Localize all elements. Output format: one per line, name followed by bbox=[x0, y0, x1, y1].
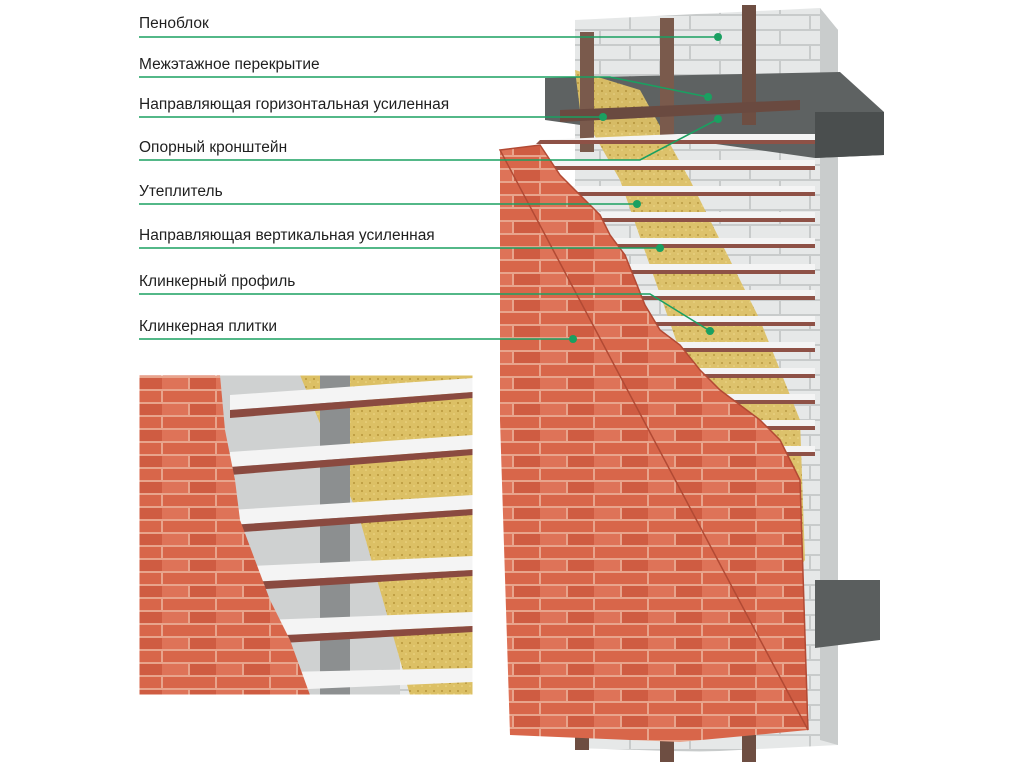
leader-dot-3 bbox=[599, 113, 607, 121]
leader-dot-5 bbox=[633, 200, 641, 208]
leader-lines bbox=[139, 36, 719, 340]
detail-inset bbox=[139, 375, 473, 695]
label-insulation: Утеплитель bbox=[139, 183, 223, 200]
leader-dot-1 bbox=[714, 33, 722, 41]
leader-dot-8 bbox=[569, 335, 577, 343]
leader-dots bbox=[569, 33, 722, 343]
label-support-bracket: Опорный кронштейн bbox=[139, 139, 288, 156]
leader-line-2 bbox=[139, 76, 709, 98]
label-foam-block: Пенoблок bbox=[139, 15, 209, 32]
leader-dot-6 bbox=[656, 244, 664, 252]
label-clinker-profile: Клинкерный профиль bbox=[139, 273, 296, 290]
horizontal-guide bbox=[560, 100, 800, 122]
leader-dot-2 bbox=[704, 93, 712, 101]
label-floor-slab: Межэтажное перекрытие bbox=[139, 56, 320, 73]
leader-line-7 bbox=[139, 293, 711, 332]
leader-dot-4 bbox=[714, 115, 722, 123]
inset-frame bbox=[138, 374, 474, 696]
leader-dot-7 bbox=[706, 327, 714, 335]
label-horizontal-guide: Направляющая горизонтальная усиленная bbox=[139, 96, 450, 113]
leader-line-4 bbox=[139, 118, 719, 161]
label-clinker-tiles: Клинкерная плитки bbox=[139, 318, 278, 335]
floor-slab-lower bbox=[815, 580, 880, 648]
label-vertical-guide: Направляющая вертикальная усиленная bbox=[139, 227, 435, 244]
